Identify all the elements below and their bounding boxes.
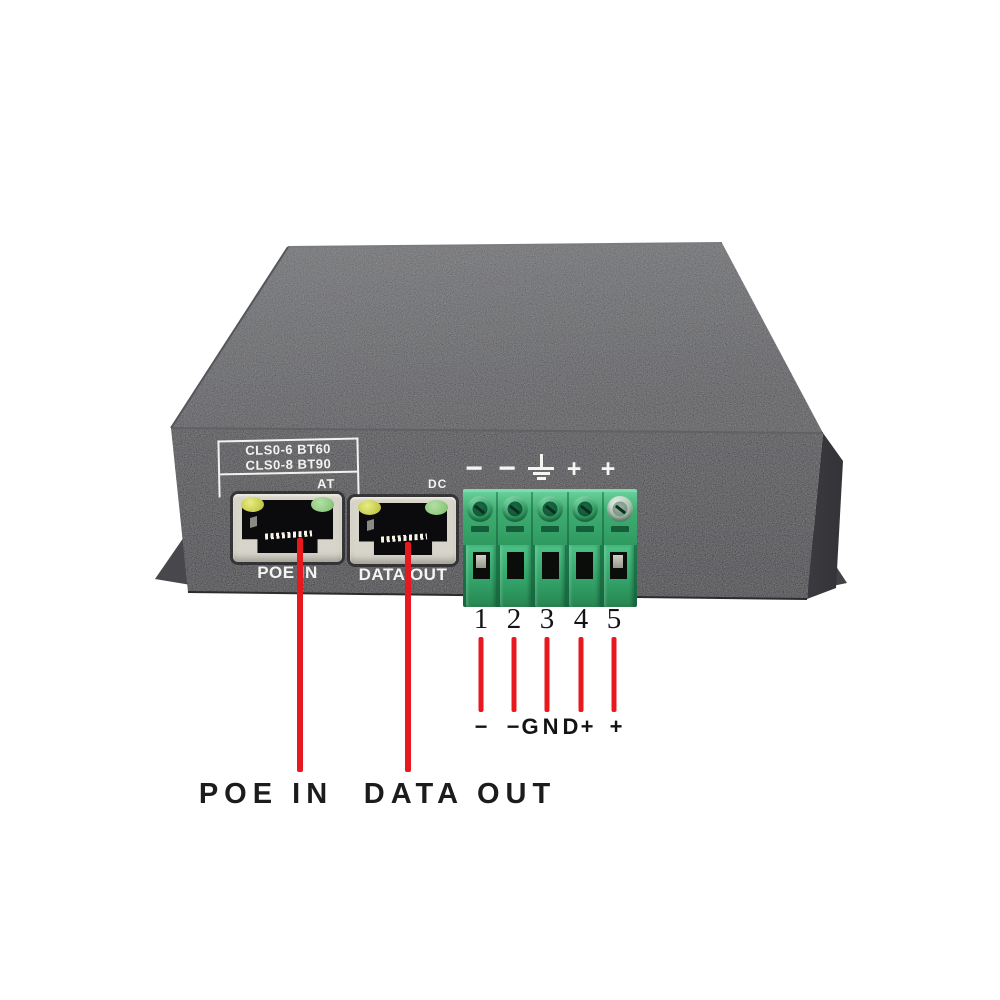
terminal-screw-icon [466,496,493,522]
terminal-screw-icon [501,496,528,522]
callout-poe-in: POE IN [198,778,334,810]
terminal-wire-entries [463,545,637,607]
port-label-poe-in: POE IN [257,563,318,582]
terminal-position-1 [463,492,499,545]
status-led-yellow-icon [241,497,264,512]
marking-line-2: CLS0-8 BT90 [245,455,332,473]
pin-function-5: + [609,714,623,739]
callout-data-out: DATA OUT [363,778,557,810]
dc-label: DC [428,477,448,491]
pin-number-2: 2 [506,603,522,635]
terminal-screw-icon [607,496,634,522]
terminal-screw-row [463,489,637,545]
leader-line-data-out [405,542,411,772]
earth-ground-icon [527,454,555,482]
terminal-plus-symbol-2: + [600,455,616,483]
status-led-green-icon [311,497,334,512]
wire-entry-4 [569,545,600,607]
terminal-screw-icon [572,496,599,522]
poe-at-standard-label: AT [316,476,336,492]
leader-line-pin-5 [611,637,617,712]
rj45-port-data-out: DATA OUT [350,497,456,584]
terminal-position-2 [498,492,534,545]
status-led-yellow-icon [358,500,381,515]
pin-number-3: 3 [539,603,555,635]
pin-function-4: + [580,714,594,739]
wire-entry-1 [466,545,497,607]
leader-line-pin-3 [544,637,550,712]
wire-entry-5 [603,545,635,607]
wire-entry-3 [534,545,566,607]
pin-number-5: 5 [606,603,622,635]
leader-line-pin-1 [478,637,484,712]
terminal-position-4 [569,492,604,545]
pin-function-1: − [474,714,488,739]
leader-line-pin-4 [578,637,584,712]
terminal-minus-symbol-1: − [465,452,483,485]
pin-number-4: 4 [573,603,589,635]
port-label-data-out: DATA OUT [358,565,448,584]
terminal-position-5 [604,492,637,545]
terminal-position-3 [533,492,569,545]
power-class-marking-box: CLS0-6 BT60 CLS0-8 BT90 AT [217,437,360,498]
power-class-rows: CLS0-6 BT60 CLS0-8 BT90 [219,439,358,476]
terminal-minus-symbol-2: − [498,452,516,485]
left-mounting-flange [155,534,191,585]
status-led-green-icon [425,500,448,515]
rj45-clip-notch [366,518,374,531]
leader-line-poe-in [297,538,303,772]
chassis-right-face [807,433,843,599]
pin-number-1: 1 [473,603,489,635]
chassis-top-face [171,243,823,433]
rj45-port-poe-in: POE IN [233,494,342,582]
screw-terminal-block [463,489,637,607]
terminal-screw-icon [537,496,563,522]
wire-entry-2 [500,545,531,607]
pin-function-3: GND [521,714,583,739]
pin-function-2: − [506,714,520,739]
leader-line-pin-2 [511,637,517,712]
terminal-plus-symbol-1: + [566,455,582,483]
